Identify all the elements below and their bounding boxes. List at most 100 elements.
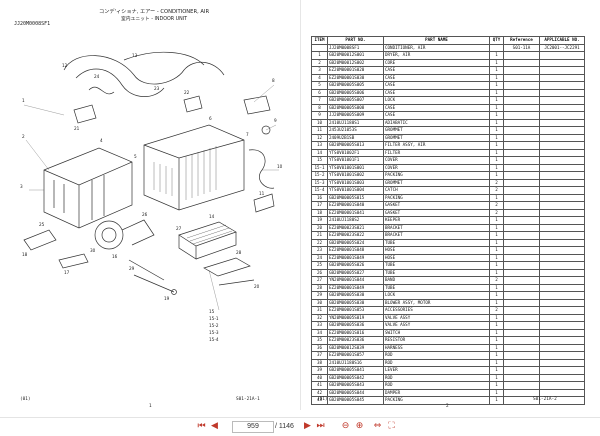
item-cell: 15-4 bbox=[311, 186, 328, 195]
zoom-in-icon[interactable]: ⊕ bbox=[355, 421, 364, 431]
applicable-no-cell bbox=[539, 58, 585, 67]
column-header: QTY bbox=[489, 36, 504, 45]
callout-label: 3 bbox=[20, 184, 23, 189]
item-cell: 18 bbox=[311, 208, 328, 217]
part-name-cell: PACKING bbox=[383, 396, 490, 405]
applicable-no-cell bbox=[539, 103, 585, 112]
reference-cell: S01-11A bbox=[503, 43, 540, 52]
applicable-no-cell bbox=[539, 126, 585, 135]
quantity-cell: 1 bbox=[489, 328, 504, 337]
reference-cell bbox=[503, 73, 540, 82]
first-page-icon[interactable]: ⏮ bbox=[197, 421, 206, 431]
quantity-cell: 1 bbox=[489, 66, 504, 75]
applicable-no-cell bbox=[539, 216, 585, 225]
reference-cell bbox=[503, 178, 540, 187]
quantity-cell: 1 bbox=[489, 261, 504, 270]
next-page-icon[interactable]: ▶ bbox=[304, 421, 311, 431]
quantity-cell: 1 bbox=[489, 366, 504, 375]
callout-label: 28 bbox=[236, 250, 242, 255]
right-footer-ref: S01-21A-2 bbox=[533, 397, 557, 402]
item-cell: 21 bbox=[311, 231, 328, 240]
callout-label: 19 bbox=[164, 296, 170, 301]
applicable-no-cell bbox=[539, 268, 585, 277]
item-cell: 4 bbox=[311, 73, 328, 82]
last-page-icon[interactable]: ⏭ bbox=[316, 421, 325, 431]
part-number-cell: GB20M00012S039 bbox=[327, 343, 384, 352]
page-number-input[interactable]: 959 bbox=[232, 421, 274, 433]
reference-cell bbox=[503, 328, 540, 337]
part-name-cell: CASE bbox=[383, 66, 490, 75]
quantity-cell: 1 bbox=[489, 171, 504, 180]
quantity-cell: 1 bbox=[489, 343, 504, 352]
parts-table: ITEM PART NO. PART NAME QTY Reference AP… bbox=[311, 36, 585, 405]
applicable-no-cell bbox=[539, 306, 585, 315]
part-name-cell: LEVER bbox=[383, 366, 490, 375]
reference-cell bbox=[503, 216, 540, 225]
item-cell: 33 bbox=[311, 321, 328, 330]
applicable-no-cell bbox=[539, 193, 585, 202]
viewer-toolbar: ⏮ ◀ 959 / 1146 ▶ ⏭ ⊖ ⊕ ⇔ ⛶ bbox=[0, 417, 600, 436]
part-name-cell: CASE bbox=[383, 73, 490, 82]
quantity-cell: 2 bbox=[489, 186, 504, 195]
item-cell: 32 bbox=[311, 313, 328, 322]
part-number-cell: EZ20M00023S036 bbox=[327, 336, 384, 345]
zoom-out-icon[interactable]: ⊖ bbox=[341, 421, 350, 431]
applicable-no-cell bbox=[539, 66, 585, 75]
callout-label: 26 bbox=[142, 212, 148, 217]
reference-cell bbox=[503, 388, 540, 397]
quantity-cell: 1 bbox=[489, 88, 504, 97]
callout-label: 11 bbox=[259, 191, 265, 196]
callout-label: 24 bbox=[94, 74, 100, 79]
part-number-cell: GB20M00005S030 bbox=[327, 298, 384, 307]
reference-cell bbox=[503, 171, 540, 180]
part-number-cell: EZ20M00001S049 bbox=[327, 253, 384, 262]
part-name-cell: CASE bbox=[383, 103, 490, 112]
reference-cell bbox=[503, 246, 540, 255]
item-cell: 11 bbox=[311, 126, 328, 135]
part-name-cell: VALVE ASSY bbox=[383, 321, 490, 330]
part-name-cell: GROMMET bbox=[383, 178, 490, 187]
part-name-cell: BLOWER ASSY, MOTOR bbox=[383, 298, 490, 307]
fit-width-icon[interactable]: ⇔ bbox=[373, 421, 382, 431]
fit-page-icon[interactable]: ⛶ bbox=[388, 421, 395, 431]
applicable-no-cell bbox=[539, 328, 585, 337]
item-cell: 9 bbox=[311, 111, 328, 120]
part-number-cell: YTS0V01001S003 bbox=[327, 178, 384, 187]
callout-label: 20 bbox=[254, 284, 260, 289]
part-name-cell: ROD bbox=[383, 358, 490, 367]
item-cell: 10 bbox=[311, 118, 328, 127]
part-number-cell: EZ20M00023S021 bbox=[327, 223, 384, 232]
part-name-cell: CONDITIONER, AIR bbox=[383, 43, 490, 52]
quantity-cell: 1 bbox=[489, 223, 504, 232]
quantity-cell: 1 bbox=[489, 216, 504, 225]
item-cell: 14 bbox=[311, 148, 328, 157]
applicable-no-cell bbox=[539, 283, 585, 292]
applicable-no-cell bbox=[539, 148, 585, 157]
item-cell: 15 bbox=[311, 156, 328, 165]
callout-label: 14 bbox=[209, 214, 215, 219]
part-number-cell: GB20M00005S024 bbox=[327, 238, 384, 247]
callout-label: 15-3 bbox=[209, 330, 219, 335]
item-cell: 39 bbox=[311, 366, 328, 375]
quantity-cell: 2 bbox=[489, 178, 504, 187]
item-cell: 23 bbox=[311, 246, 328, 255]
quantity-cell: 1 bbox=[489, 156, 504, 165]
callout-label: 15-1 bbox=[209, 316, 219, 321]
item-cell: 40 bbox=[311, 373, 328, 382]
quantity-cell: 1 bbox=[489, 351, 504, 360]
part-name-cell: TUBE bbox=[383, 238, 490, 247]
reference-cell bbox=[503, 118, 540, 127]
applicable-no-cell bbox=[539, 201, 585, 210]
callout-label: 29 bbox=[129, 266, 135, 271]
prev-page-icon[interactable]: ◀ bbox=[211, 421, 218, 431]
part-number-cell: GB20M00005S030 bbox=[327, 291, 384, 300]
callout-label: 2 bbox=[22, 134, 25, 139]
